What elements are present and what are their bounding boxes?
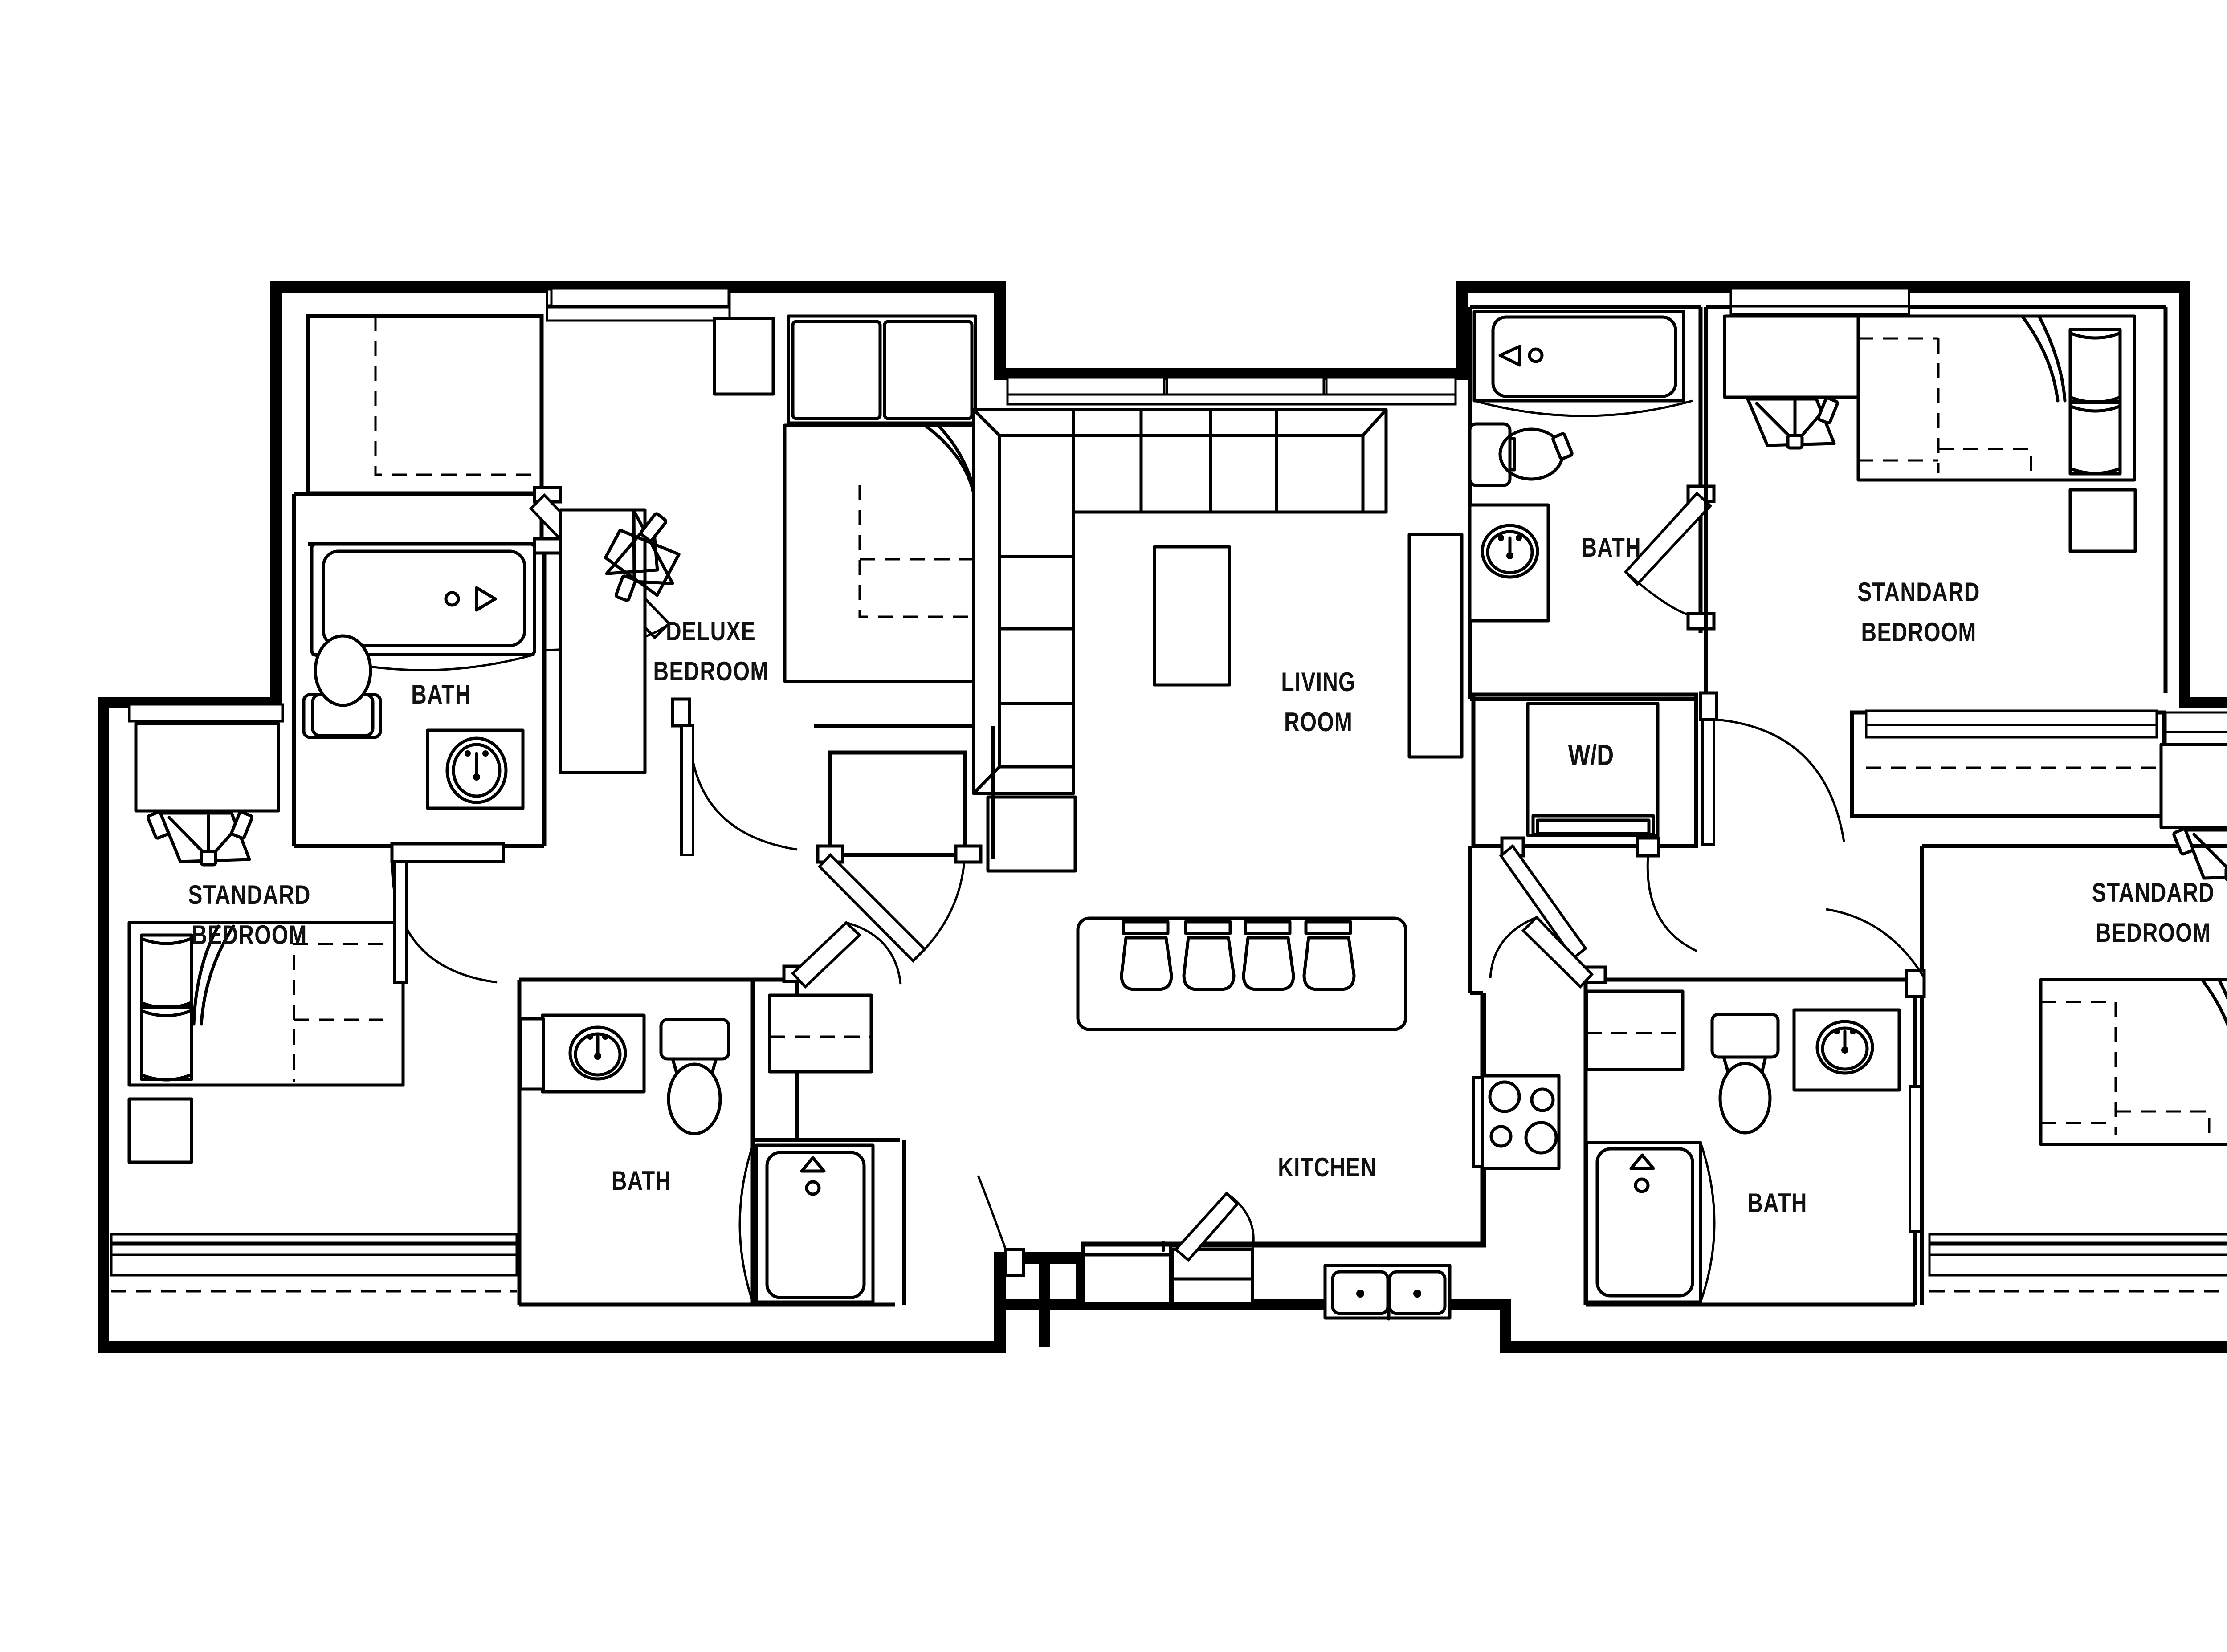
toilet-se xyxy=(1710,1013,1780,1135)
label-line-2: ROOM xyxy=(1284,707,1353,737)
washer-dryer-label: W/D xyxy=(1568,738,1614,771)
label-line-1: BATH xyxy=(1747,1188,1807,1218)
kitchen-island xyxy=(1076,916,1407,1031)
room-label-kitchen: KITCHEN xyxy=(1278,1152,1377,1182)
room-label-deluxe-bedroom: DELUXE BEDROOM xyxy=(653,616,768,686)
linen-closet-sw xyxy=(768,993,873,1074)
nightstand-standard-ne xyxy=(2068,488,2137,553)
entry-door xyxy=(977,1175,1255,1277)
door-bath-ne xyxy=(1623,484,1716,631)
vanity-ne xyxy=(1468,503,1550,623)
bed-standard-se xyxy=(2039,978,2227,1146)
stove xyxy=(1472,1074,1561,1170)
sectional-sofa xyxy=(972,408,1388,795)
bed-standard-nw xyxy=(127,921,405,1087)
window-standard-nw-bottom xyxy=(110,1233,518,1293)
desk-chair-deluxe xyxy=(604,509,681,602)
door-deluxe-bedroom xyxy=(671,697,798,856)
window-living-room xyxy=(1006,376,1457,406)
window-standard-se xyxy=(2164,711,2227,746)
label-line-1: KITCHEN xyxy=(1278,1152,1377,1182)
door-bath-se xyxy=(1489,915,1607,989)
exterior-wall-outline xyxy=(98,281,2227,1353)
desk-standard-se xyxy=(2159,743,2227,829)
coffee-table xyxy=(1153,545,1231,687)
side-cabinet-living xyxy=(986,795,1077,873)
label-line-2: BEDROOM xyxy=(192,920,307,950)
label-line-1: DELUXE xyxy=(666,616,756,646)
toilet-ne xyxy=(1468,422,1564,487)
bathtub-ne xyxy=(1472,310,1693,417)
bed-standard-ne xyxy=(1856,314,2136,482)
window-standard-ne xyxy=(1729,287,1910,316)
door-standard-nw xyxy=(390,842,505,984)
label-line-1: BATH xyxy=(411,680,471,709)
room-label-bath-deluxe: BATH xyxy=(411,680,471,709)
label-line-1: BATH xyxy=(612,1166,672,1196)
label-line-1: STANDARD xyxy=(188,880,310,910)
vanity-se xyxy=(1792,1008,1901,1092)
bath-sw-walls xyxy=(517,977,900,1307)
room-label-bath-ne: BATH xyxy=(1581,533,1641,562)
room-label-bath-se: BATH xyxy=(1747,1188,1807,1218)
bar-stool xyxy=(1242,920,1295,991)
interior-partitions xyxy=(902,726,1483,1305)
room-labels: DELUXE BEDROOM BATH STANDARD BEDROOM BAT… xyxy=(188,533,2215,1218)
door-standard-se xyxy=(1826,908,1926,1233)
door-standard-ne xyxy=(1699,691,1845,846)
vanity-deluxe xyxy=(426,728,525,810)
room-label-standard-bedroom-ne: STANDARD BEDROOM xyxy=(1857,577,1980,647)
washer-dryer-closet xyxy=(1471,692,1698,848)
bathtub-deluxe xyxy=(310,542,536,671)
desk-deluxe xyxy=(559,508,647,774)
vanity-sw xyxy=(518,1013,646,1094)
washer-dryer-label-group: W/D xyxy=(1568,738,1614,771)
pantry-cabinet xyxy=(1171,1248,1254,1306)
bath-ne-walls xyxy=(1468,305,1703,701)
bathtub-sw xyxy=(738,1143,875,1304)
label-line-1: STANDARD xyxy=(2092,878,2215,907)
refrigerator xyxy=(1081,1241,1172,1306)
room-label-standard-bedroom-nw: STANDARD BEDROOM xyxy=(188,880,310,950)
nightstand-deluxe xyxy=(713,317,775,396)
desk-standard-nw xyxy=(134,722,280,813)
label-line-1: STANDARD xyxy=(1857,577,1980,607)
desk-standard-ne xyxy=(1723,314,1860,399)
room-label-standard-bedroom-se: STANDARD BEDROOM xyxy=(2092,878,2215,948)
nightstand-standard-nw xyxy=(127,1097,193,1164)
kitchen-sink xyxy=(1323,1264,1452,1321)
toilet-sw xyxy=(659,1018,730,1135)
window-standard-nw xyxy=(128,703,284,723)
label-line-2: BEDROOM xyxy=(2096,918,2211,948)
tv-console xyxy=(1407,533,1464,759)
desk-chair-standard-ne xyxy=(1551,396,1839,460)
bar-stool xyxy=(1120,920,1173,991)
room-label-living-room: LIVING ROOM xyxy=(1281,667,1355,737)
door-bath-sw xyxy=(782,920,902,989)
label-line-1: BATH xyxy=(1581,533,1641,562)
bar-stools xyxy=(1120,920,1356,991)
room-label-bath-sw: BATH xyxy=(612,1166,672,1196)
window-standard-se-bottom xyxy=(1928,1233,2227,1293)
label-line-2: BEDROOM xyxy=(1861,617,1976,647)
label-line-2: BEDROOM xyxy=(653,656,768,686)
toilet-deluxe xyxy=(302,634,382,739)
label-line-1: LIVING xyxy=(1281,667,1355,697)
bar-stool xyxy=(1302,920,1356,991)
linen-closet-se xyxy=(1585,989,1685,1071)
desk-chair-standard-nw xyxy=(146,810,254,867)
bathtub-se xyxy=(1585,1141,1716,1304)
window-deluxe-bedroom xyxy=(550,287,730,308)
door-hall-closet-left xyxy=(816,844,983,963)
bed-deluxe xyxy=(783,314,979,683)
bar-stool xyxy=(1182,920,1236,991)
desk-chair-standard-se xyxy=(2172,827,2227,881)
